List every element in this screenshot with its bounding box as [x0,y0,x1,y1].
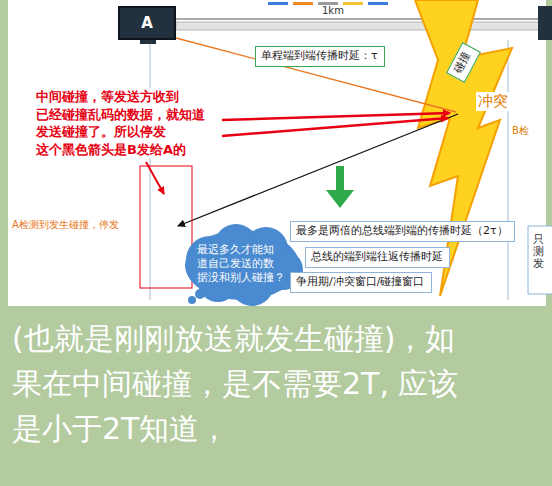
monitor-stand [140,40,156,44]
answer-box: 争用期/冲突窗口/碰撞窗口 [290,272,432,293]
node-text: 最多是两倍的总线端到端的传播时延（2τ） [296,224,509,238]
screenshot-panel [8,0,546,306]
cut-box [528,226,552,294]
timeline-b [508,40,509,300]
red-arrow [222,118,448,136]
computer-monitor: A [118,6,176,40]
bus-cable [176,22,546,30]
delay-box: 单程端到端传播时延：τ [255,46,385,67]
node-text: 单程端到端传播时延：τ [261,49,379,63]
node-text: A [141,14,153,32]
annotation: 中间碰撞，等发送方收到 已经碰撞乱码的数据，就知道 发送碰撞了。所以停发 这个黑… [36,88,218,158]
red-arrow [222,113,450,120]
detect-note: A检测到发生碰撞，停发 [12,218,119,232]
color-dashes [268,2,388,5]
note-paragraph: (也就是刚刚放送就发生碰撞)，如 果在中间碰撞，是不需要2T, 应该 是小于2T… [12,316,542,451]
node-text: 碰撞 [451,49,474,76]
faded-title: 冲突 [476,92,510,111]
collision-tag: 碰撞 [446,42,481,83]
node-text: 总线的端到端往返传播时延 [311,250,444,264]
node-text: 最迟多久才能知 道自己发送的数 据没和别人碰撞？ [197,243,287,284]
distance-line [176,19,546,20]
question-cloud: 最迟多久才能知 道自己发送的数 据没和别人碰撞？ [180,222,304,306]
red-frame [140,166,192,288]
cut-column: 只测发 [533,234,544,270]
signal-a [176,38,456,112]
red-arrow [146,162,164,194]
green-arrow [326,166,354,208]
computer-b [538,6,552,40]
node-text: 争用期/冲突窗口/碰撞窗口 [296,275,426,289]
answer-box: 最多是两倍的总线端到端的传播时延（2τ） [290,221,515,242]
answer-box: 总线的端到端往返传播时延 [305,247,450,268]
cut-text: B检 [512,124,529,138]
distance-label: 1km [322,5,344,16]
signal-b [178,114,458,226]
timeline-a [150,44,151,300]
